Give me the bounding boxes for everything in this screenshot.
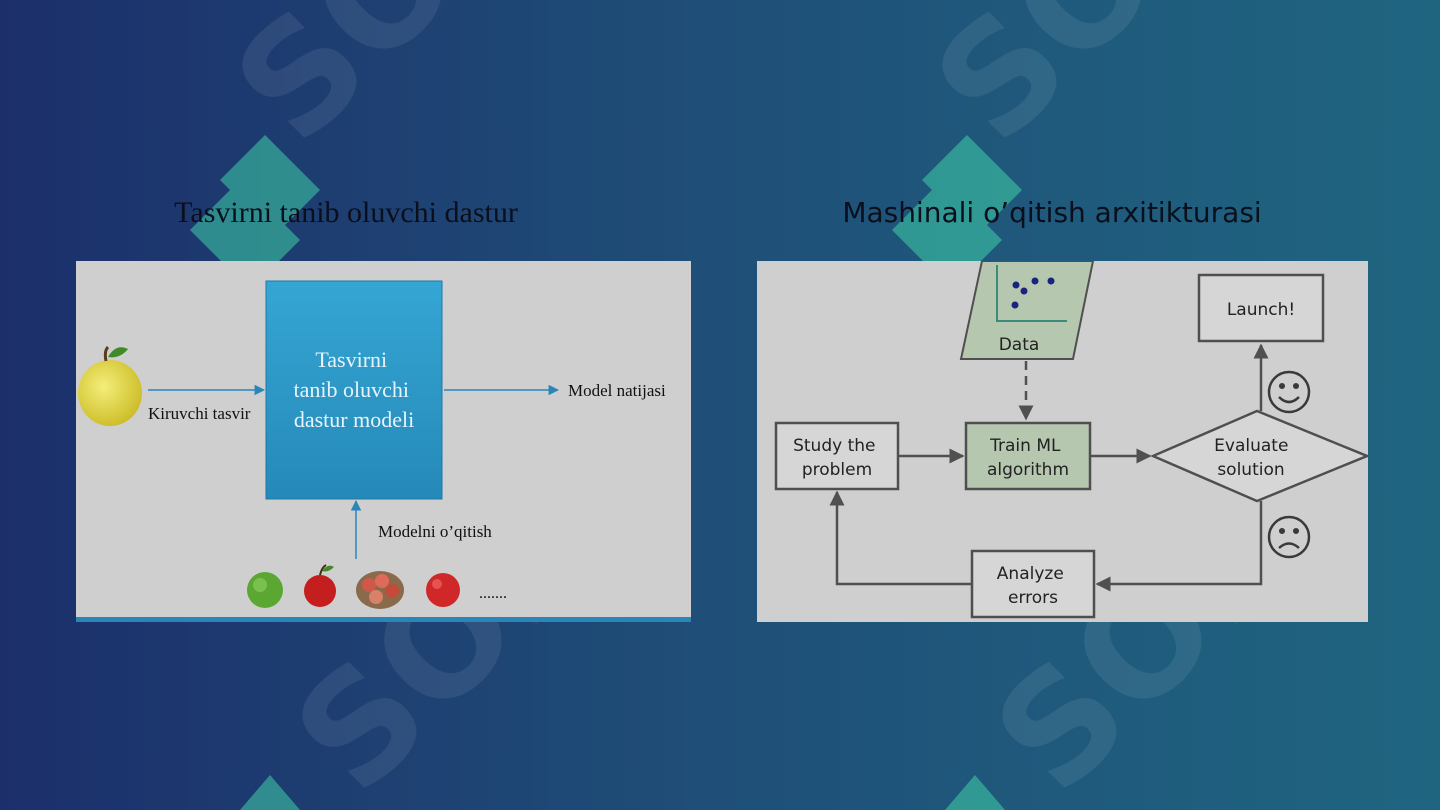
- train-ml-node: Train ML algorithm: [964, 421, 1092, 491]
- analyze-to-study-arrow: [829, 490, 971, 586]
- train-line-1: Train ML: [989, 436, 1061, 456]
- analyze-line-2: errors: [1008, 588, 1058, 608]
- apple-basket-icon: [356, 571, 404, 609]
- left-diagram-title: Tasvirni tanib oluvchi dastur: [174, 196, 518, 229]
- more-images-ellipsis: .......: [479, 585, 507, 602]
- evaluate-solution-node: Evaluate solution: [1149, 409, 1368, 503]
- study-line-2: problem: [802, 460, 872, 480]
- launch-label: Launch!: [1227, 300, 1295, 320]
- study-line-1: Study the: [793, 436, 875, 456]
- svg-text:SOF: SOF: [902, 0, 1264, 175]
- train-line-2: algorithm: [987, 460, 1069, 480]
- input-apple-icon: [78, 345, 142, 426]
- study-problem-node: Study the problem: [774, 421, 900, 491]
- svg-text:Tasvirni tanib oluvchi: Tasvirni tanib oluvchi dastur modeli: [294, 347, 415, 432]
- analyze-errors-node: Analyze errors: [970, 549, 1096, 619]
- evaluate-to-analyze-arrow: [1095, 501, 1263, 592]
- model-box-line-1: Tasvirni: [315, 347, 387, 372]
- training-label: Modelni o’qitish: [378, 522, 492, 541]
- model-box: [265, 280, 443, 500]
- right-diagram-title: Mashinali o’qitish arxitikturasi: [842, 196, 1262, 229]
- evaluate-line-1: Evaluate: [1214, 436, 1288, 456]
- model-box-line-2: tanib oluvchi: [294, 377, 409, 402]
- red-apple-2-icon: [426, 573, 460, 607]
- launch-node: Launch!: [1197, 273, 1325, 343]
- sad-face-icon: [1267, 515, 1311, 559]
- svg-text:Study the problem: Study the problem: [793, 436, 881, 480]
- data-node: Data: [959, 261, 1095, 360]
- ml-architecture-diagram: Data Launch! Study the problem Train ML …: [757, 261, 1368, 622]
- analyze-line-1: Analyze: [997, 564, 1064, 584]
- svg-text:Evaluate solution: Evaluate solution: [1214, 436, 1294, 480]
- image-recognition-diagram: Tasvirni tanib oluvchi dastur modeli Kir…: [76, 261, 691, 622]
- svg-text:Train ML algorithm: Train ML algorithm: [987, 436, 1069, 480]
- svg-text:SOF: SOF: [202, 0, 564, 175]
- output-label: Model natijasi: [568, 381, 666, 400]
- model-box-line-3: dastur modeli: [294, 407, 414, 432]
- happy-face-icon: [1267, 370, 1311, 414]
- data-label: Data: [999, 335, 1040, 355]
- red-apple-icon: [304, 564, 336, 607]
- input-label: Kiruvchi tasvir: [148, 404, 251, 423]
- green-apple-icon: [247, 572, 283, 608]
- svg-text:Analyze errors: Analyze errors: [997, 564, 1069, 608]
- evaluate-line-2: solution: [1217, 460, 1284, 480]
